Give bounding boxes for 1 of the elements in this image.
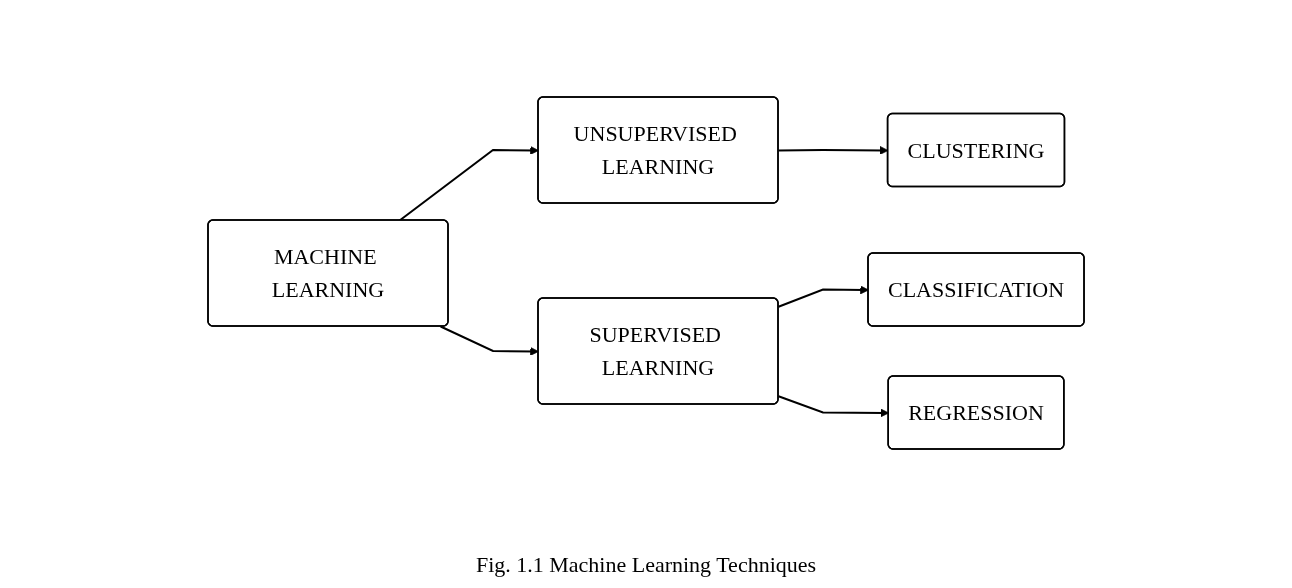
figure-caption: Fig. 1.1 Machine Learning Techniques — [475, 552, 817, 578]
